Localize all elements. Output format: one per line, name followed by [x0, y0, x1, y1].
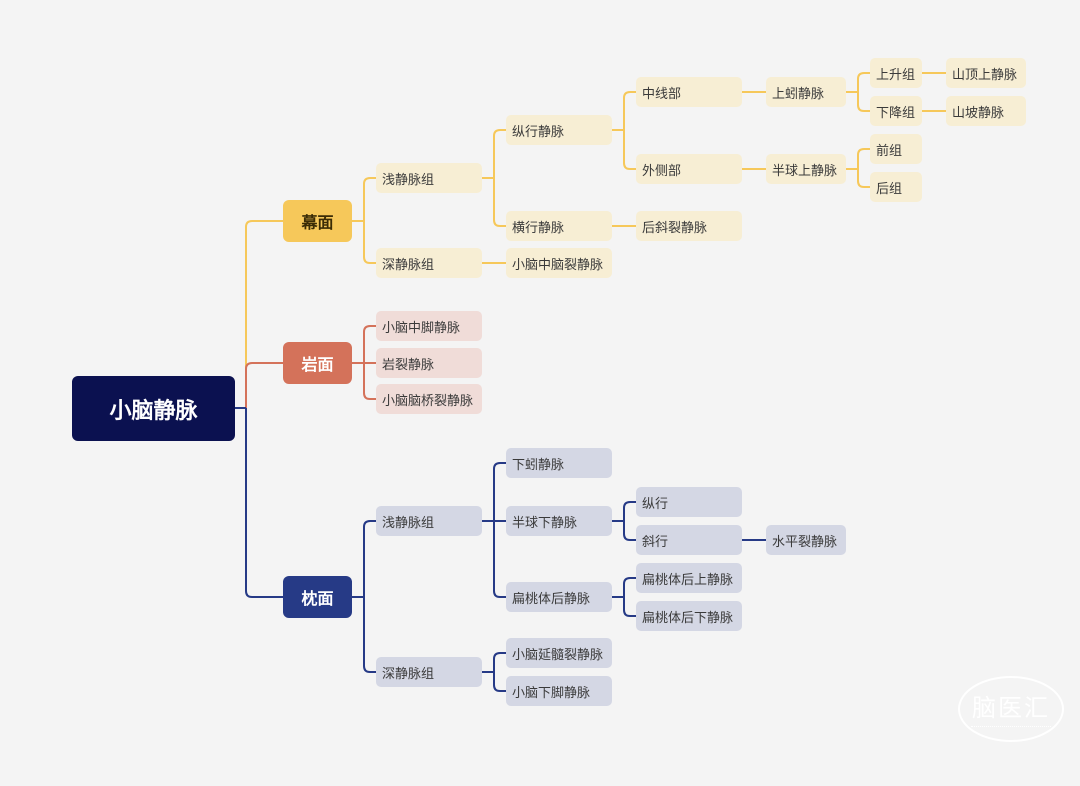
anterior-group-node[interactable]: 前组 — [870, 134, 922, 164]
branch-occipital[interactable]: 枕面 — [283, 576, 352, 618]
tentorial-superficial-group[interactable]: 浅静脉组 — [376, 163, 482, 193]
connector-line — [623, 501, 636, 521]
cerebellomedullary-fissure-vein-node[interactable]: 小脑延髓裂静脉 — [506, 638, 612, 668]
occipital-deep-group[interactable]: 深静脉组 — [376, 657, 482, 687]
precentral-culminate-vein-node[interactable]: 山顶上静脉 — [946, 58, 1026, 88]
posterior-oblique-fissure-vein-node[interactable]: 后斜裂静脉 — [636, 211, 742, 241]
connector-line — [857, 169, 870, 188]
tentorial-deep-group[interactable]: 深静脉组 — [376, 248, 482, 278]
retrotonsillar-vein-node[interactable]: 扁桃体后静脉 — [506, 582, 612, 612]
connector-line — [245, 362, 283, 408]
connector-line — [363, 177, 376, 221]
ascending-group-node[interactable]: 上升组 — [870, 58, 922, 88]
connector-line — [363, 520, 376, 597]
connector-line — [493, 462, 506, 521]
watermark-underline — [971, 726, 1051, 730]
middle-cerebellar-peduncle-vein-node[interactable]: 小脑中脚静脉 — [376, 311, 482, 341]
connector-line — [623, 91, 636, 130]
connector-line — [363, 363, 376, 400]
connector-line — [623, 521, 636, 541]
connector-line — [493, 129, 506, 178]
branch-petrosal[interactable]: 岩面 — [283, 342, 352, 384]
longitudinal-vein-node[interactable]: 纵行静脉 — [506, 115, 612, 145]
cerebellomesencephalic-fissure-vein-node[interactable]: 小脑中脑裂静脉 — [506, 248, 612, 278]
connector-line — [493, 521, 506, 598]
longitudinal-node[interactable]: 纵行 — [636, 487, 742, 517]
descending-group-node[interactable]: 下降组 — [870, 96, 922, 126]
connector-line — [363, 325, 376, 363]
connector-line — [623, 597, 636, 617]
occipital-superficial-group[interactable]: 浅静脉组 — [376, 506, 482, 536]
transverse-vein-node[interactable]: 横行静脉 — [506, 211, 612, 241]
inferior-cerebellar-peduncle-vein-node[interactable]: 小脑下脚静脉 — [506, 676, 612, 706]
watermark-text: 脑医汇 — [972, 694, 1050, 722]
connector-line — [363, 597, 376, 673]
connector-line — [857, 148, 870, 169]
superior-hemispheric-vein-node[interactable]: 半球上静脉 — [766, 154, 846, 184]
posterior-group-node[interactable]: 后组 — [870, 172, 922, 202]
inferior-hemispheric-vein-node[interactable]: 半球下静脉 — [506, 506, 612, 536]
root-node[interactable]: 小脑静脉 — [72, 376, 235, 441]
connector-line — [623, 130, 636, 170]
connector-line — [363, 221, 376, 264]
declive-vein-node[interactable]: 山坡静脉 — [946, 96, 1026, 126]
connector-line — [857, 72, 870, 92]
midline-part-node[interactable]: 中线部 — [636, 77, 742, 107]
horizontal-fissure-vein-node[interactable]: 水平裂静脉 — [766, 525, 846, 555]
lateral-part-node[interactable]: 外侧部 — [636, 154, 742, 184]
connector-line — [493, 652, 506, 672]
superior-vermian-vein-node[interactable]: 上蚓静脉 — [766, 77, 846, 107]
cerebellopontine-fissure-vein-node[interactable]: 小脑脑桥裂静脉 — [376, 384, 482, 414]
petrosal-fissure-vein-node[interactable]: 岩裂静脉 — [376, 348, 482, 378]
connector-line — [493, 672, 506, 692]
superior-retrotonsillar-vein-node[interactable]: 扁桃体后上静脉 — [636, 563, 742, 593]
inferior-vermian-vein-node[interactable]: 下蚓静脉 — [506, 448, 612, 478]
connector-line — [245, 220, 283, 408]
connector-line — [493, 178, 506, 227]
branch-tentorial[interactable]: 幕面 — [283, 200, 352, 242]
inferior-retrotonsillar-vein-node[interactable]: 扁桃体后下静脉 — [636, 601, 742, 631]
connector-line — [245, 408, 283, 598]
connector-line — [623, 577, 636, 597]
connector-line — [857, 92, 870, 112]
watermark-logo: 脑医汇 — [958, 676, 1064, 742]
oblique-node[interactable]: 斜行 — [636, 525, 742, 555]
